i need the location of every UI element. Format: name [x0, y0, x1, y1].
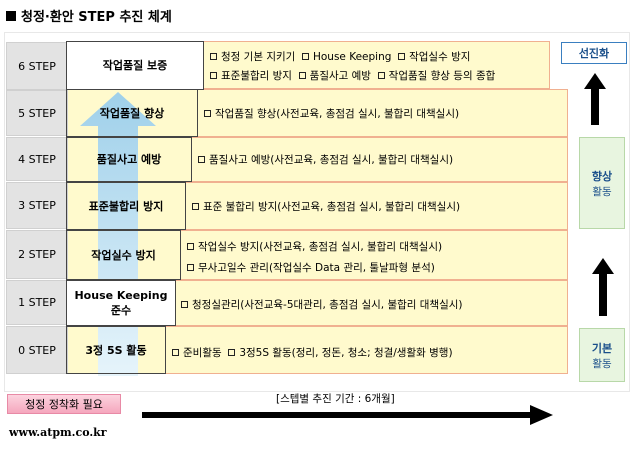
checkbox-icon — [210, 72, 217, 79]
arrow-up-icon — [584, 73, 606, 125]
step-box-3 — [66, 182, 568, 230]
checkbox-icon — [228, 349, 236, 356]
diagram-frame — [4, 32, 630, 392]
step-item: 표준불합리 방지 품질사고 예방 작업품질 향상 등의 종합 — [210, 68, 495, 83]
step-label: 5 STEP — [6, 90, 68, 136]
checkbox-icon — [301, 53, 309, 60]
step-head-line: House Keeping — [74, 289, 168, 302]
step-head-3: 표준불합리 방지 — [66, 182, 186, 230]
checkbox-icon — [187, 264, 194, 271]
settlement-label: 청정 정착화 필요 — [7, 394, 121, 414]
step-label: 3 STEP — [6, 182, 68, 229]
step-head-1: House Keeping 준수 — [66, 280, 176, 326]
step-head-0: 3정 5S 활동 — [66, 326, 166, 374]
basic-box: 기본 활동 — [579, 328, 625, 382]
basic-main: 기본 — [591, 341, 613, 355]
step-item: 표준 불합리 방지(사전교육, 총점검 실시, 불합리 대책실시) — [192, 199, 460, 214]
step-label: 4 STEP — [6, 137, 68, 181]
square-bullet-icon — [6, 11, 16, 21]
step-head-4: 품질사고 예방 — [66, 137, 192, 182]
checkbox-icon — [204, 110, 211, 117]
timeline-caption: [스텝별 추진 기간 : 6개월] — [276, 393, 395, 405]
step-item: 품질사고 예방(사전교육, 총점검 실시, 불합리 대책실시) — [198, 152, 453, 167]
step-box-0 — [66, 326, 568, 374]
step-label: 0 STEP — [6, 326, 68, 374]
arrow-up-icon — [592, 258, 614, 316]
checkbox-icon — [181, 301, 188, 308]
step-head-6: 작업품질 보증 — [66, 41, 204, 90]
basic-sub: 활동 — [592, 357, 612, 370]
timeline-arrow-icon — [142, 405, 553, 425]
step-item: 무사고일수 관리(작업실수 Data 관리, 툴날파형 분석) — [187, 260, 435, 275]
improvement-sub: 활동 — [592, 185, 612, 198]
step-box-5 — [66, 89, 568, 137]
checkbox-icon — [192, 203, 199, 210]
checkbox-icon — [298, 72, 306, 79]
step-item: 작업실수 방지(사전교육, 총점검 실시, 불합리 대책실시) — [187, 239, 442, 254]
step-head-5: 작업품질 향상 — [66, 89, 198, 137]
website-text: www.atpm.co.kr — [9, 426, 107, 439]
improvement-main: 향상 — [591, 169, 613, 183]
checkbox-icon — [398, 53, 406, 60]
checkbox-icon — [187, 243, 194, 250]
step-head-2: 작업실수 방지 — [66, 230, 181, 280]
step-label: 2 STEP — [6, 230, 68, 279]
step-item: 청정실관리(사전교육-5대관리, 총점검 실시, 불합리 대책실시) — [181, 297, 463, 312]
step-label: 1 STEP — [6, 280, 68, 325]
checkbox-icon — [172, 349, 179, 356]
step-head-line: 준수 — [110, 304, 132, 317]
advanced-label: 선진화 — [561, 42, 627, 64]
step-item: 준비활동 3정5S 활동(정리, 정돈, 청소; 청결/생활화 병행) — [172, 345, 453, 360]
step-label: 6 STEP — [6, 42, 68, 90]
step-item: 작업품질 향상(사전교육, 총점검 실시, 불합리 대책실시) — [204, 106, 459, 121]
step-item: 청정 기본 지키기 House Keeping 작업실수 방지 — [210, 49, 470, 64]
checkbox-icon — [377, 72, 385, 79]
checkbox-icon — [210, 53, 217, 60]
step-box-4 — [66, 137, 568, 182]
checkbox-icon — [198, 156, 205, 163]
improvement-box: 향상 활동 — [579, 137, 625, 229]
page-title: 청정·환안 STEP 추진 체계 — [6, 6, 172, 25]
